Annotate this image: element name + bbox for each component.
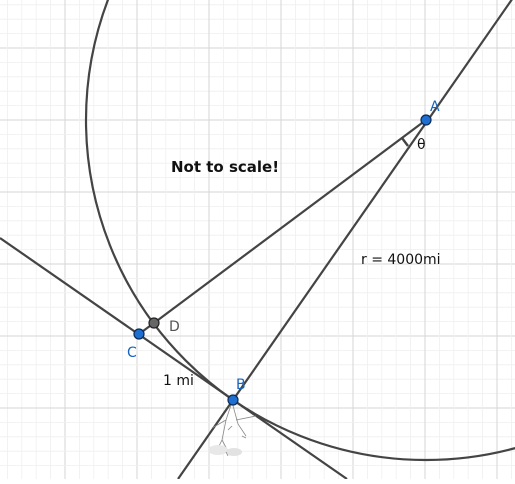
label-a: A xyxy=(430,99,440,115)
label-c: C xyxy=(127,345,137,361)
label-theta: θ xyxy=(417,137,426,153)
label-d: D xyxy=(169,319,180,335)
point-c[interactable] xyxy=(133,328,145,340)
person-sketch-icon xyxy=(208,401,257,457)
label-b: B xyxy=(236,377,246,393)
tangent-line-bc[interactable] xyxy=(0,237,348,480)
point-b[interactable] xyxy=(227,394,239,406)
line-ab[interactable] xyxy=(177,0,515,480)
label-distance: 1 mi xyxy=(163,373,194,389)
label-radius: r = 4000mi xyxy=(361,252,441,268)
angle-theta-marker xyxy=(401,137,409,147)
point-a[interactable] xyxy=(420,114,432,126)
segment-ad[interactable] xyxy=(153,119,427,324)
note-not-to-scale: Not to scale! xyxy=(171,158,279,176)
earth-circle[interactable] xyxy=(85,0,515,461)
point-d[interactable] xyxy=(148,317,160,329)
